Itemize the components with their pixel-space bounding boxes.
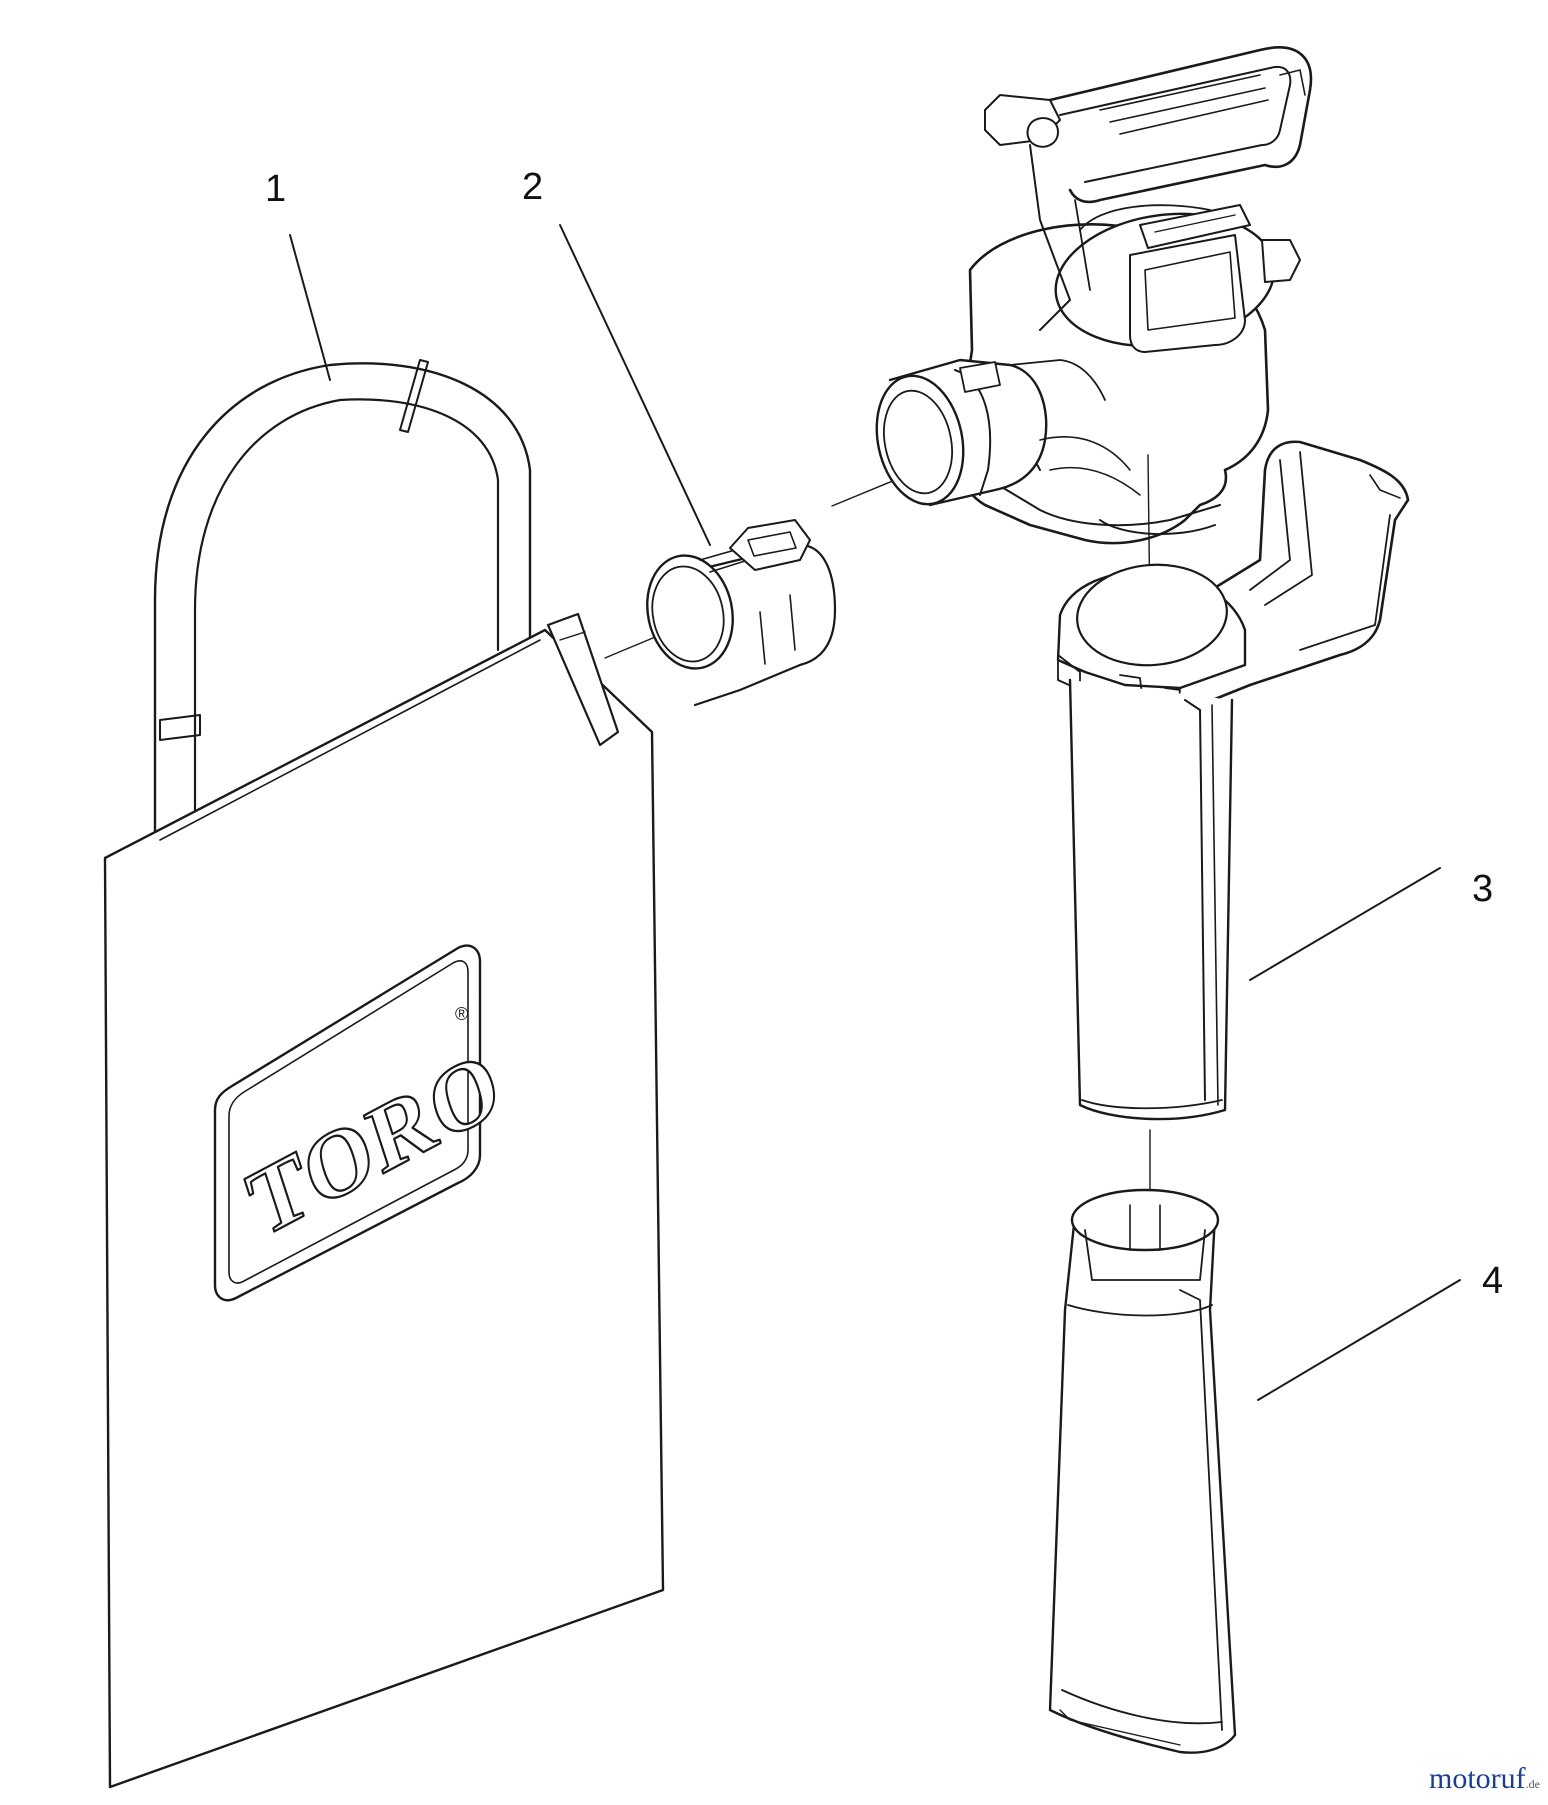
callout-2: 2 xyxy=(522,166,544,208)
bag-logo-registered-mark: ® xyxy=(455,1004,468,1024)
leader-line-3 xyxy=(1249,867,1441,981)
blower-housing xyxy=(875,46,1313,545)
collection-bag xyxy=(103,359,665,1789)
leader-line-1 xyxy=(289,234,331,381)
watermark-name: motoruf xyxy=(1429,1762,1526,1795)
assembly-centerline xyxy=(831,479,896,507)
callout-3: 3 xyxy=(1472,868,1494,910)
callout-1: 1 xyxy=(265,168,287,210)
upper-tube xyxy=(1056,440,1410,1121)
callout-4: 4 xyxy=(1482,1260,1504,1302)
bag-adapter xyxy=(646,519,837,707)
assembly-centerline xyxy=(604,634,661,659)
leader-line-2 xyxy=(559,224,711,546)
leader-line-4 xyxy=(1257,1279,1461,1401)
lower-nozzle xyxy=(1048,1188,1237,1754)
watermark: motoruf.de xyxy=(1429,1762,1540,1796)
watermark-tld: .de xyxy=(1525,1777,1540,1791)
